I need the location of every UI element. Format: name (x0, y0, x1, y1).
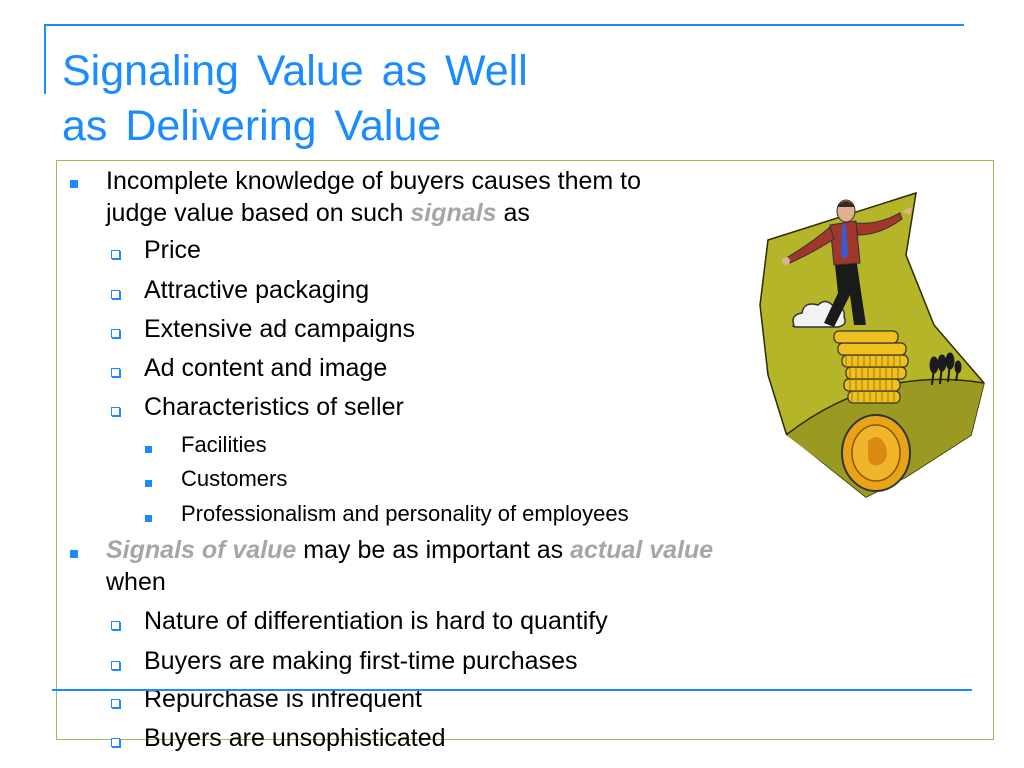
sub-item-differentiation: Nature of differentiation is hard to qua… (144, 607, 608, 635)
sub-bullet-marker (111, 407, 120, 416)
signals-emphasis: signals (410, 199, 497, 227)
sub-bullet-marker (111, 661, 120, 670)
sub-sub-item-customers: Customers (181, 466, 288, 491)
sub-bullet-marker (111, 250, 120, 259)
sub-item-unsophisticated: Buyers are unsophisticated (144, 724, 446, 752)
sub-sub-item-facilities: Facilities (181, 432, 267, 457)
sub-item-first-time: Buyers are making first-time purchases (144, 647, 578, 675)
sub-item-ad-campaigns: Extensive ad campaigns (144, 315, 415, 343)
actual-value-emphasis: actual value (570, 536, 714, 564)
slide-title: Signaling Value as Well as Delivering Va… (62, 44, 528, 154)
sub-sub-bullet-marker (145, 515, 152, 522)
bullet-1-line-1: Incomplete knowledge of buyers causes th… (106, 167, 642, 195)
sub-item-ad-content: Ad content and image (144, 354, 388, 382)
bottom-rule (52, 689, 972, 691)
sub-bullet-marker (111, 699, 120, 708)
sub-bullet-marker (111, 290, 120, 299)
title-left-rule (44, 24, 46, 94)
sub-sub-bullet-marker (145, 480, 152, 487)
businessman-balancing-on-coin-stack-icon (759, 191, 985, 498)
sub-sub-item-professionalism: Professionalism and personality of emplo… (181, 501, 629, 526)
signals-of-value-emphasis: Signals of value (106, 536, 297, 564)
sub-bullet-marker (111, 738, 120, 747)
sub-sub-bullet-marker (145, 446, 152, 453)
title-line-1: Signaling Value as Well (62, 47, 528, 95)
bullet-2-line-2: when (106, 568, 166, 596)
bullet-marker (70, 180, 78, 188)
bullet-1-line-2: judge value based on such signals as (106, 199, 530, 227)
sub-item-packaging: Attractive packaging (144, 276, 370, 304)
bullet-2-line-1: Signals of value may be as important as … (106, 536, 714, 564)
sub-bullet-marker (111, 368, 120, 377)
sub-bullet-marker (111, 329, 120, 338)
title-top-rule (44, 24, 964, 26)
title-line-2: as Delivering Value (62, 102, 442, 150)
bullet-marker (70, 550, 78, 558)
sub-item-seller: Characteristics of seller (144, 393, 404, 421)
content-box (56, 160, 994, 740)
sub-bullet-marker (111, 621, 120, 630)
sub-item-price: Price (144, 236, 201, 264)
